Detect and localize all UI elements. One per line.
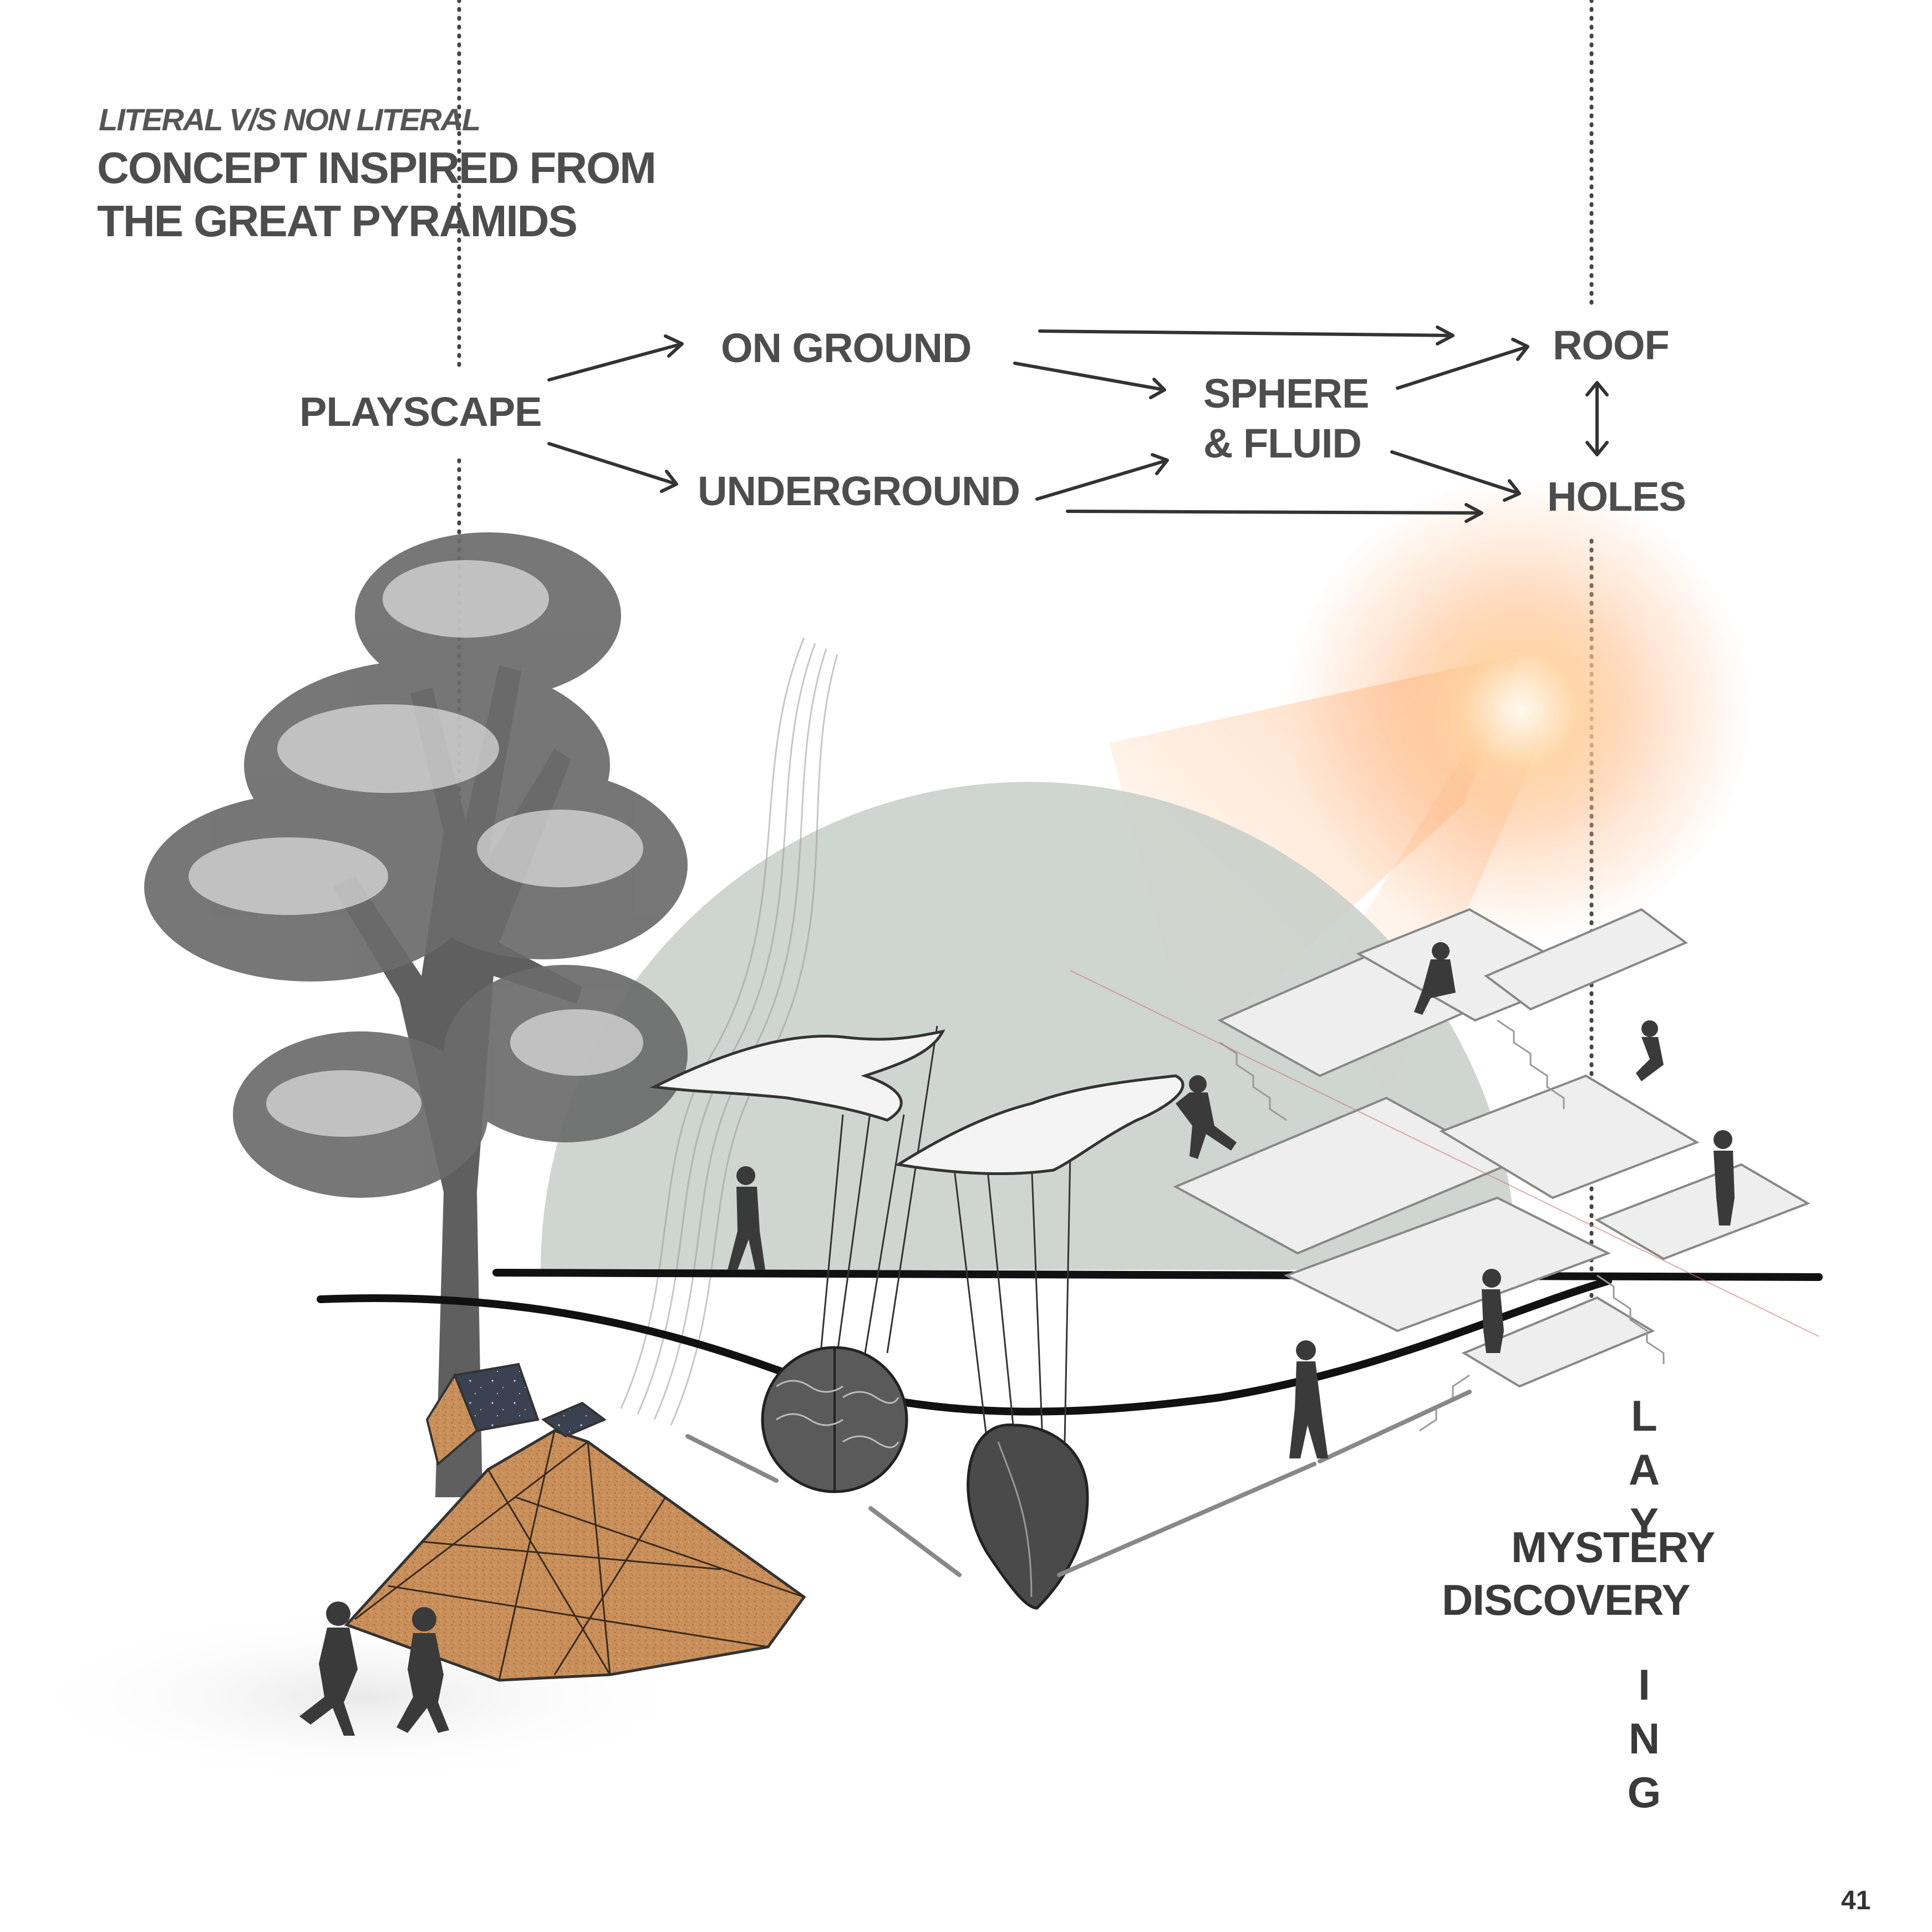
brain-illustration — [761, 1346, 908, 1493]
page-number: 41 — [1841, 1886, 1871, 1915]
arrow-playscape-on-ground — [547, 334, 684, 382]
playing-vertical-word: L A Y I N G — [1622, 1389, 1666, 1819]
connector-lines — [685, 1390, 1472, 1577]
node-on-ground: ON GROUND — [721, 325, 972, 371]
keyword-mystery: MYSTERY — [1511, 1523, 1715, 1572]
flow-arrows — [547, 326, 1609, 523]
running-people — [299, 1601, 449, 1736]
walking-person — [728, 1166, 765, 1270]
puppeteer-hands — [649, 1029, 1184, 1176]
node-holes: HOLES — [1547, 474, 1686, 520]
arrow-on-ground-sphere — [1013, 362, 1166, 399]
pyramid — [344, 1362, 806, 1682]
arrow-roof-holes — [1585, 381, 1609, 456]
people-silhouettes — [299, 942, 1735, 1736]
node-sphere-line-2: & FLUID — [1203, 420, 1362, 466]
arrow-sphere-roof — [1396, 338, 1529, 390]
arrow-sphere-holes — [1390, 450, 1521, 502]
woman-on-stairs — [1482, 1269, 1504, 1353]
letter-y: Y — [1629, 1499, 1659, 1548]
heart-illustration — [967, 1423, 1089, 1610]
perspective-guide — [1070, 970, 1819, 1337]
letter-g: G — [1627, 1768, 1661, 1817]
title-line-2: THE GREAT PYRAMIDS — [97, 196, 578, 246]
staircase-structure — [1173, 908, 1811, 1432]
node-underground: UNDERGROUND — [698, 468, 1020, 514]
woman-walking — [1289, 1340, 1328, 1458]
keyword-discovery: DISCOVERY — [1442, 1575, 1691, 1624]
sitting-person — [1414, 942, 1456, 1015]
climbing-person-left — [1176, 1075, 1237, 1159]
arrow-on-ground-roof — [1038, 326, 1455, 345]
puppet-strings — [820, 1025, 1071, 1442]
page-title: CONCEPT INSPIRED FROM THE GREAT PYRAMIDS — [97, 141, 657, 248]
arrow-underground-holes — [1066, 503, 1483, 523]
arrow-underground-sphere — [1035, 453, 1169, 501]
subtitle: LITERAL V/S NON LITERAL — [99, 102, 481, 137]
tree-illustration — [144, 532, 688, 1497]
arrow-playscape-underground — [547, 442, 678, 493]
node-roof: ROOF — [1553, 322, 1670, 368]
node-playscape: PLAYSCAPE — [299, 389, 542, 435]
title-line-1: CONCEPT INSPIRED FROM — [97, 143, 657, 192]
letter-i: I — [1638, 1660, 1650, 1709]
climbing-person-right — [1636, 1020, 1664, 1081]
standing-person — [1714, 1130, 1735, 1226]
node-sphere-fluid: SPHERE & FLUID — [1203, 369, 1369, 469]
letter-a: A — [1628, 1445, 1660, 1494]
node-sphere-line-1: SPHERE — [1203, 370, 1369, 416]
letter-l: L — [1631, 1391, 1658, 1440]
letter-n: N — [1628, 1714, 1660, 1763]
